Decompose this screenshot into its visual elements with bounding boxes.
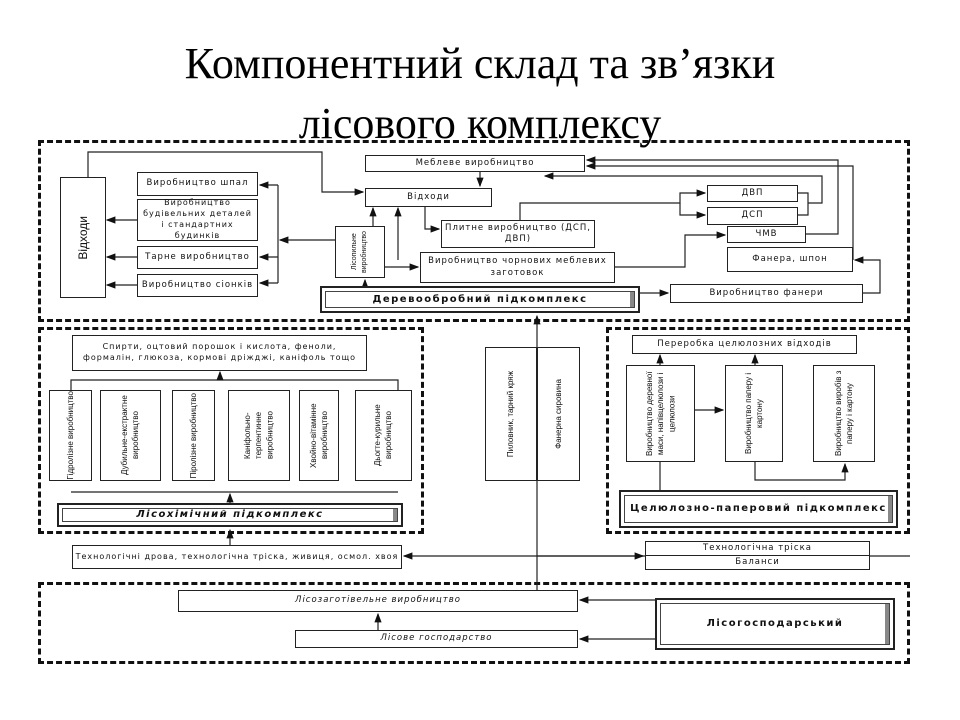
pulp-subcomplex: Целюлозно-паперовий підкомплекс xyxy=(619,490,898,528)
building-box: Виробництво будівельних деталей і станда… xyxy=(137,198,258,241)
pulp-unit-label: Виробництво виробів з паперу і картону xyxy=(833,370,854,457)
chem-unit-label: Дьогте-курильне виробництво xyxy=(373,404,394,467)
dsp-box: ДСП xyxy=(707,207,798,225)
chem-unit-label: Гідролізне виробництво xyxy=(65,391,75,480)
woodworking-subcomplex: Деревообробний підкомплекс xyxy=(320,286,640,313)
chem-unit-label: Каніфольно-терпентинне виробництво xyxy=(243,411,275,460)
sawmill-box: Лісопильне виробництво xyxy=(335,226,385,278)
sleepers-box: Виробництво шпал xyxy=(137,172,258,196)
plywood-box: Виробництво фанери xyxy=(670,284,863,303)
logging-box: Лісозаготівельне виробництво xyxy=(178,590,578,612)
chem-unit-label: Хвойно-вітамінне виробництво xyxy=(308,403,329,468)
chem-unit: Хвойно-вітамінне виробництво xyxy=(299,390,339,481)
blanks-box: Виробництво чорнових меблевих заготовок xyxy=(420,252,615,283)
title-line-2: лісового комплексу xyxy=(298,99,662,148)
chem-unit-label: Дубильне-екстрактне виробництво xyxy=(120,395,141,476)
veneer-raw-label: Фанерна сировина xyxy=(553,379,563,449)
chem-raw-box: Технологічні дрова, технологічна тріска,… xyxy=(72,545,402,569)
title-line-1: Компонентний склад та зв’язки xyxy=(184,39,776,88)
chem-unit: Дьогте-курильне виробництво xyxy=(355,390,412,481)
chem-unit: Дубильне-екстрактне виробництво xyxy=(100,390,161,481)
chemical-subcomplex: Лісохімічний підкомплекс xyxy=(57,503,403,527)
sawlogs-box: Пиловник, тарний кряж xyxy=(485,347,537,481)
furniture-box: Меблеве виробництво xyxy=(365,155,585,172)
forestry-subcomplex: Лісогосподарський xyxy=(655,598,895,650)
pulp-unit: Виробництво виробів з паперу і картону xyxy=(813,365,875,462)
chmv-box: ЧМВ xyxy=(727,226,806,243)
forest-box: Лісове господарство xyxy=(295,630,578,648)
chem-unit-label: Піролізне виробництво xyxy=(188,392,198,479)
chem-products-box: Спирти, оцтовий порошок і кислота, фенол… xyxy=(72,335,367,371)
chem-unit: Піролізне виробництво xyxy=(172,390,215,481)
slab-box: Плитне виробництво (ДСП, ДВП) xyxy=(441,220,595,248)
pulp-unit: Виробництво деревної маси, напівцелюлози… xyxy=(626,365,695,462)
pulp-unit-label: Виробництво деревної маси, напівцелюлози… xyxy=(644,371,677,456)
chem-unit: Каніфольно-терпентинне виробництво xyxy=(228,390,290,481)
dvp-box: ДВП xyxy=(707,185,798,202)
hay-box: Виробництво сіонків xyxy=(137,274,258,297)
veneer-raw-box: Фанерна сировина xyxy=(537,347,580,481)
woodworking-region xyxy=(38,140,910,322)
pulp-waste-box: Переробка целюлозних відходів xyxy=(632,335,857,354)
tare-box: Тарне виробництво xyxy=(137,246,258,269)
waste-box: Відходи xyxy=(365,188,492,207)
sawmill-label: Лісопильне виробництво xyxy=(351,231,368,273)
pulp-region xyxy=(606,327,910,534)
sawlogs-label: Пиловник, тарний кряж xyxy=(506,370,516,458)
pulp-unit-label: Виробництво паперу і картону xyxy=(743,372,764,455)
pulp-unit: Виробництво паперу і картону xyxy=(725,365,783,462)
forestry-region xyxy=(38,582,910,664)
waste-left-label: Відходи xyxy=(75,215,90,260)
waste-left-box: Відходи xyxy=(60,177,106,298)
chips-box: Технологічна тріска xyxy=(645,541,870,556)
veneer-box: Фанера, шпон xyxy=(727,247,853,272)
chem-unit: Гідролізне виробництво xyxy=(49,390,92,481)
balances-box: Баланси xyxy=(645,555,870,570)
